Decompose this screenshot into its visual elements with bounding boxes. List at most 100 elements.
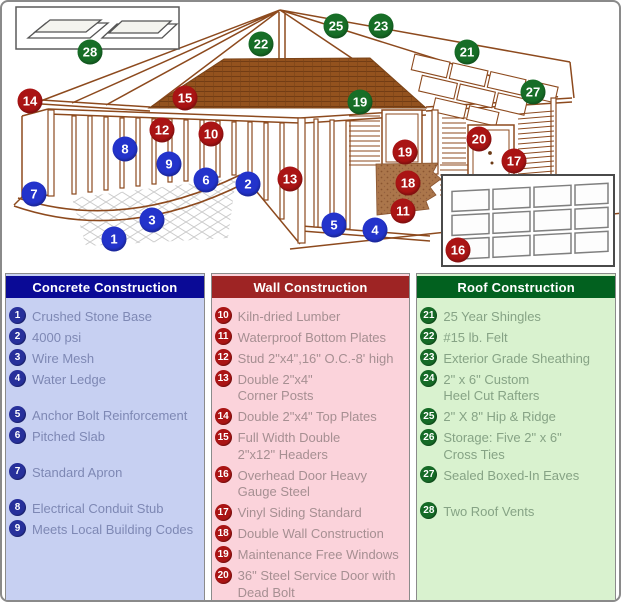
legend-item-12: 12 Stud 2"x4",16" O.C.-8' high [214,348,408,369]
legend-item-6: 6 Pitched Slab [9,426,202,447]
legend-item-number: 12 [214,349,232,366]
door-deadbolt [490,161,494,165]
legend-item-label: Electrical Conduit Stub [32,500,164,516]
legend-item-number: 11 [214,328,232,345]
legend-item-number: 25 [420,407,438,425]
panel-title-roof: Roof Construction [417,276,616,298]
garage-door-inset [441,174,615,267]
diagram-marker-1-blue: 1 [101,226,127,252]
diagram-marker-6-blue: 6 [193,167,219,193]
legend-item-number: 10 [214,307,232,324]
diagram-marker-12-red: 12 [149,117,175,143]
diagram-marker-11-red: 11 [390,198,416,224]
legend-item-label: Standard Apron [32,464,123,480]
diagram-marker-4-blue: 4 [362,217,388,243]
diagram-marker-7-blue: 7 [21,181,47,207]
panel-items-wall: 10 Kiln-dried Lumber 11 Waterproof Bottom P… [212,298,410,601]
legend-item-number: 19 [214,545,232,563]
legend-item-label: Exterior Grade Sheathing [443,350,591,366]
diagram-marker-19-red: 19 [392,139,418,165]
legend-item-label: Anchor Bolt Reinforcement [32,407,188,423]
legend-item-label: #15 lb. Felt [443,329,508,345]
diagram-marker-23-green: 23 [368,13,394,39]
legend-item-label: Double 2"x4" Top Plates [237,409,377,424]
diagram-marker-2-blue: 2 [235,171,261,197]
legend-item-label: Double 2"x4"Corner Posts [237,371,314,404]
legend-item-number: 6 [9,427,26,444]
legend-item-5: 5 Anchor Bolt Reinforcement [9,405,202,426]
door-knob [488,151,492,155]
legend-item-number: 15 [214,428,232,446]
legend-item-19: 19 Maintenance Free Windows [214,545,408,566]
legend-item-4: 4 Water Ledge [9,369,202,390]
diagram-marker-14-red: 14 [17,88,43,114]
diagram-marker-9-blue: 9 [156,151,182,177]
legend-item-7: 7 Standard Apron [9,462,202,483]
legend-item-label: Double Wall Construction [237,526,384,541]
legend-item-label: 4000 psi [32,329,82,345]
legend-item-number: 3 [9,349,26,366]
legend-item-number: 4 [9,370,26,387]
panel-title-concrete: Concrete Construction [6,276,204,298]
legend-item-label: Meets Local Building Codes [32,521,194,537]
legend-item-number: 17 [214,503,232,521]
legend-item-number: 8 [9,499,26,516]
legend-item-label: Waterproof Bottom Plates [237,329,387,345]
legend-item-number: 13 [214,370,232,387]
legend-item-label: Kiln-dried Lumber [237,308,341,324]
legend-item-number: 18 [214,524,232,542]
diagram-marker-3-blue: 3 [139,207,165,233]
diagram-marker-10-red: 10 [198,121,224,147]
diagram-marker-17-red: 17 [501,148,527,174]
legend-item-label: Two Roof Vents [443,503,535,519]
legend-item-label: Maintenance Free Windows [237,547,399,562]
legend-item-13: 13 Double 2"x4"Corner Posts [214,369,408,405]
legend-item-label: Storage: Five 2" x 6"Cross Ties [443,430,562,462]
diagram-marker-15-red: 15 [172,85,198,111]
legend-item-number: 7 [9,463,26,480]
legend-item-22: 22#15 lb. Felt [420,327,613,348]
diagram-marker-27-green: 27 [520,79,546,105]
legend-item-11: 11 Waterproof Bottom Plates [214,327,408,348]
legend-item-number: 24 [420,370,438,387]
diagram-marker-22-green: 22 [248,31,274,57]
diagram-marker-25-green: 25 [323,13,349,39]
legend-item-label: Stud 2"x4",16" O.C.-8' high [237,350,394,366]
legend-item-number: 21 [420,307,438,324]
legend-item-number: 27 [420,466,438,483]
legend-item-8: 8 Electrical Conduit Stub [9,498,202,519]
legend-item-10: 10 Kiln-dried Lumber [214,306,408,327]
diagram-marker-20-red: 20 [466,126,492,152]
legend-item-number: 23 [420,349,438,366]
legend-item-label: Water Ledge [32,371,106,387]
legend-item-label: 2" X 8" Hip & Ridge [443,409,556,424]
diagram-marker-21-green: 21 [454,39,480,65]
legend-item-number: 5 [9,406,26,423]
legend-item-number: 1 [9,307,26,324]
panel-title-wall: Wall Construction [211,276,410,298]
legend-item-label: Pitched Slab [32,428,105,444]
diagram-marker-5-blue: 5 [321,212,347,238]
legend-item-25: 25 2" X 8" Hip & Ridge [420,407,613,428]
legend-item-23: 23 Exterior Grade Sheathing [420,348,613,369]
